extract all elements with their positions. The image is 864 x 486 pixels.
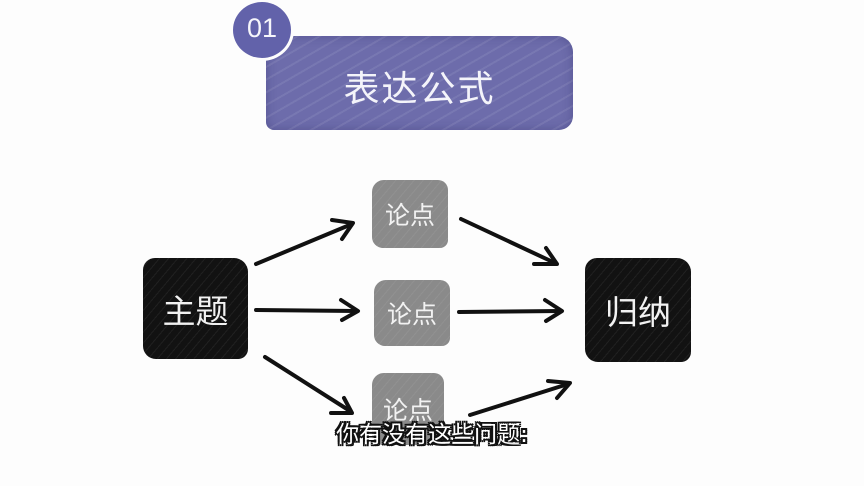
point-box-2: 论点	[374, 280, 450, 346]
topic-label: 主题	[162, 291, 229, 331]
section-number-badge: 01	[233, 2, 291, 58]
conclusion-box: 归纳	[585, 258, 691, 362]
arrow-point-2-to-conclusion	[457, 298, 564, 323]
topic-box: 主题	[143, 258, 248, 359]
point-box-1: 论点	[372, 180, 448, 248]
conclusion-label: 归纳	[605, 293, 671, 332]
point-label-1: 论点	[384, 201, 435, 230]
arrow-topic-to-point-2	[254, 298, 360, 322]
section-title: 表达公式	[343, 69, 496, 110]
point-box-3: 论点	[372, 373, 444, 445]
arrow-point-1-to-conclusion	[459, 217, 559, 266]
point-label-3: 论点	[382, 396, 433, 425]
video-caption: 你有没有这些问题:	[336, 422, 528, 448]
point-label-2: 论点	[386, 300, 437, 329]
arrow-point-3-to-conclusion	[468, 379, 572, 417]
section-number: 01	[246, 13, 278, 43]
arrow-topic-to-point-1	[254, 218, 355, 266]
arrow-topic-to-point-3	[263, 355, 354, 415]
section-banner: 表达公式	[266, 36, 573, 130]
